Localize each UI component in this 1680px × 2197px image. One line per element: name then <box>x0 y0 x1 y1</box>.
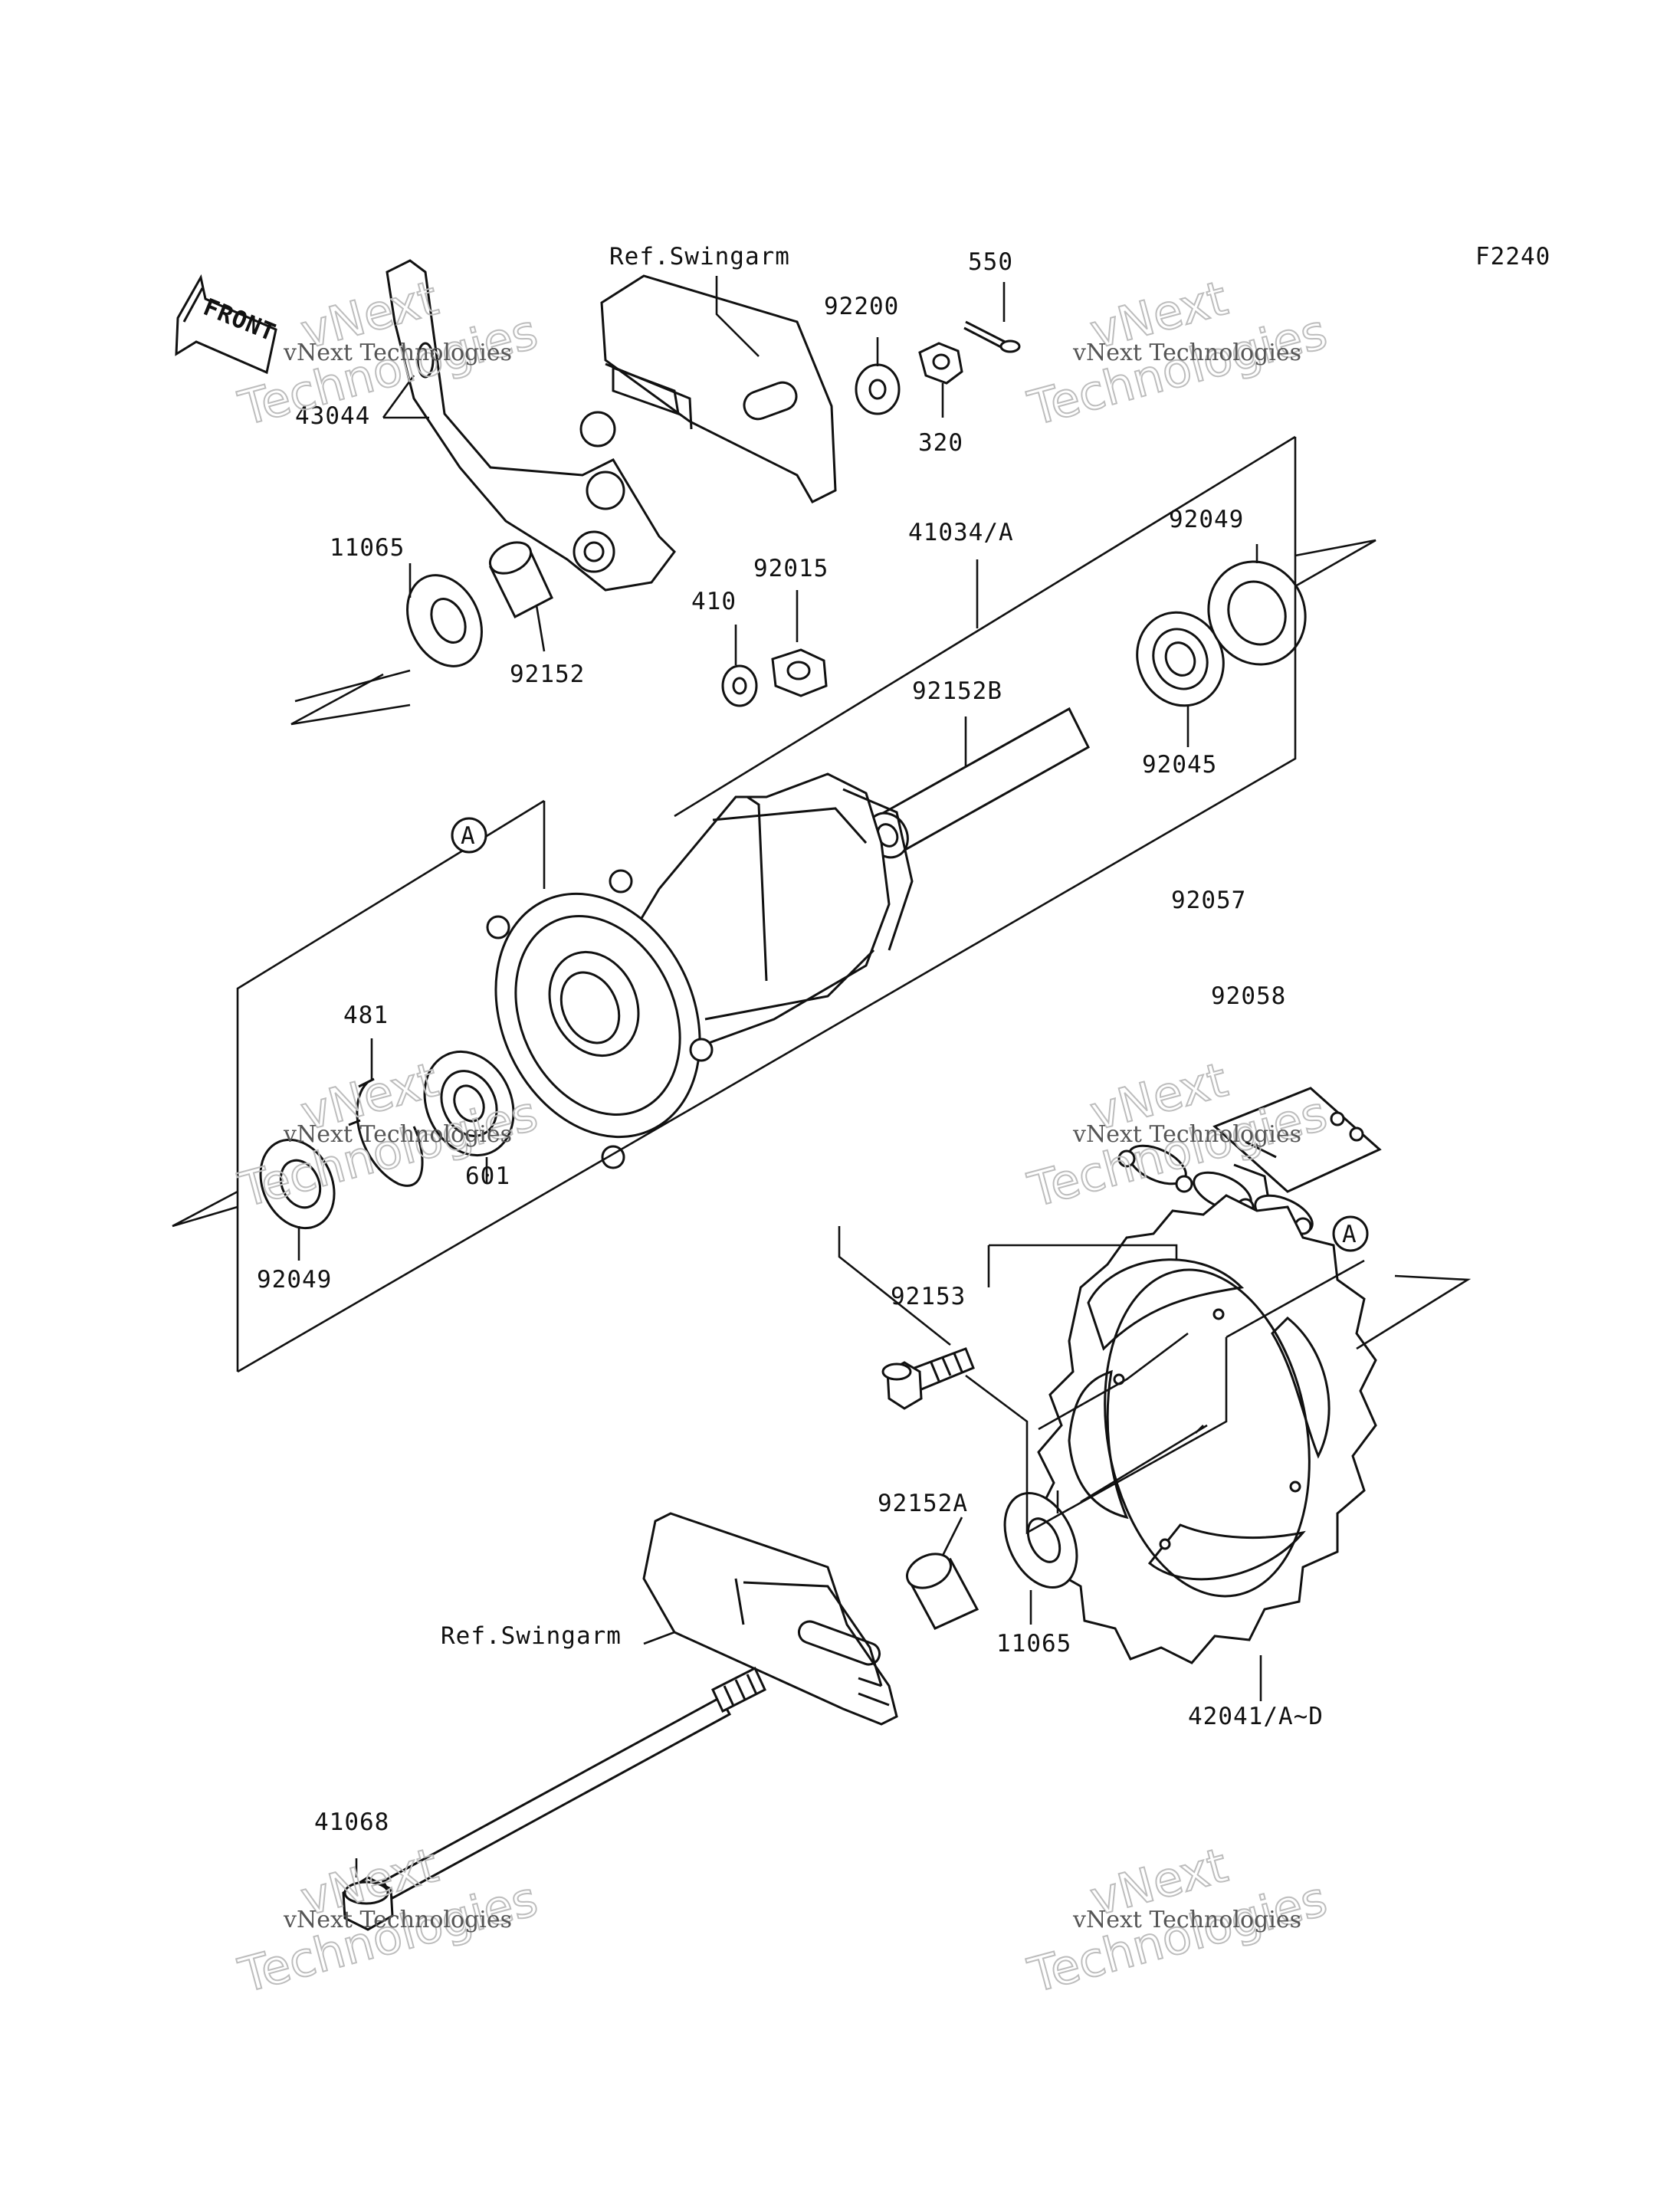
watermark-text: vNext Technologies <box>283 1907 512 1933</box>
label-92153: 92153 <box>891 1283 966 1310</box>
label-410: 410 <box>691 588 737 615</box>
label-41034: 41034/A <box>908 519 1014 546</box>
watermark-bottom-left: vNext Technologies vNext Technologies <box>232 1836 544 2005</box>
spacer-92152B <box>866 707 1090 859</box>
label-92058: 92058 <box>1211 982 1286 1010</box>
label-11065-bottom: 11065 <box>996 1630 1071 1658</box>
axle-41068 <box>342 1666 766 1931</box>
watermark-top-right: vNext Technologies vNext Technologies <box>1022 269 1334 438</box>
front-arrow-icon: FRONT <box>175 274 280 375</box>
callout-a-left: A <box>451 817 487 854</box>
label-92152: 92152 <box>510 661 585 688</box>
label-92152A: 92152A <box>878 1490 968 1517</box>
bearing-601 <box>423 1050 515 1157</box>
label-92057: 92057 <box>1171 887 1246 914</box>
nut-320 <box>918 342 963 385</box>
watermark-text: vNext Technologies <box>283 1121 512 1148</box>
watermark-text: vNext Technologies <box>1072 1907 1301 1933</box>
label-ref-swingarm-top: Ref.Swingarm <box>609 243 790 271</box>
front-label: FRONT <box>199 293 280 347</box>
cotter-pin-550 <box>963 320 1021 353</box>
watermark-text: vNext Technologies <box>1072 1121 1301 1148</box>
watermark-mid-right: vNext Technologies vNext Technologies <box>1022 1051 1334 1219</box>
label-92200: 92200 <box>824 293 899 320</box>
swingarm-upper <box>600 274 837 503</box>
label-ref-swingarm-bottom: Ref.Swingarm <box>441 1622 622 1650</box>
seal-92049-top <box>1207 560 1307 666</box>
watermark-text: vNext Technologies <box>1072 339 1301 366</box>
wheel-hub <box>486 772 914 1169</box>
label-320: 320 <box>918 429 963 457</box>
seal-92049-bottom <box>259 1138 336 1230</box>
nut-92015 <box>771 648 828 697</box>
callout-a-right: A <box>1332 1215 1369 1252</box>
washer-11065-top <box>406 574 483 667</box>
leader-lines <box>297 276 1262 1877</box>
watermark-text: vNext Technologies <box>283 339 512 366</box>
bolt-92153 <box>881 1347 975 1410</box>
label-92015: 92015 <box>753 555 829 582</box>
washer-410 <box>721 664 758 707</box>
label-92049-bottom: 92049 <box>257 1266 332 1294</box>
collar-92152A <box>906 1553 979 1630</box>
label-92152B: 92152B <box>912 677 1002 705</box>
figure-code: F2240 <box>1475 243 1550 271</box>
label-92045: 92045 <box>1142 751 1217 779</box>
label-481: 481 <box>343 1002 389 1029</box>
label-11065-top: 11065 <box>330 534 405 562</box>
callout-a-left-letter: A <box>461 822 476 850</box>
washer-11065-bottom <box>1003 1491 1078 1589</box>
swingarm-lower <box>642 1512 898 1726</box>
washer-92200 <box>855 363 901 415</box>
torque-link <box>386 259 676 592</box>
label-43044: 43044 <box>295 402 370 430</box>
axis-lines <box>172 435 1472 1535</box>
label-41068: 41068 <box>314 1808 389 1836</box>
label-92049-top: 92049 <box>1169 506 1244 533</box>
watermark-bottom-right: vNext Technologies vNext Technologies <box>1022 1836 1334 2005</box>
collar-92152 <box>488 541 553 619</box>
callout-a-right-letter: A <box>1342 1221 1357 1248</box>
label-601: 601 <box>465 1162 510 1190</box>
rear-sprocket <box>1037 1194 1377 1664</box>
part-labels: Ref.Swingarm 550 92200 320 43044 11065 9… <box>257 243 1324 1836</box>
label-42041: 42041/A~D <box>1188 1703 1324 1730</box>
label-550: 550 <box>968 248 1013 276</box>
